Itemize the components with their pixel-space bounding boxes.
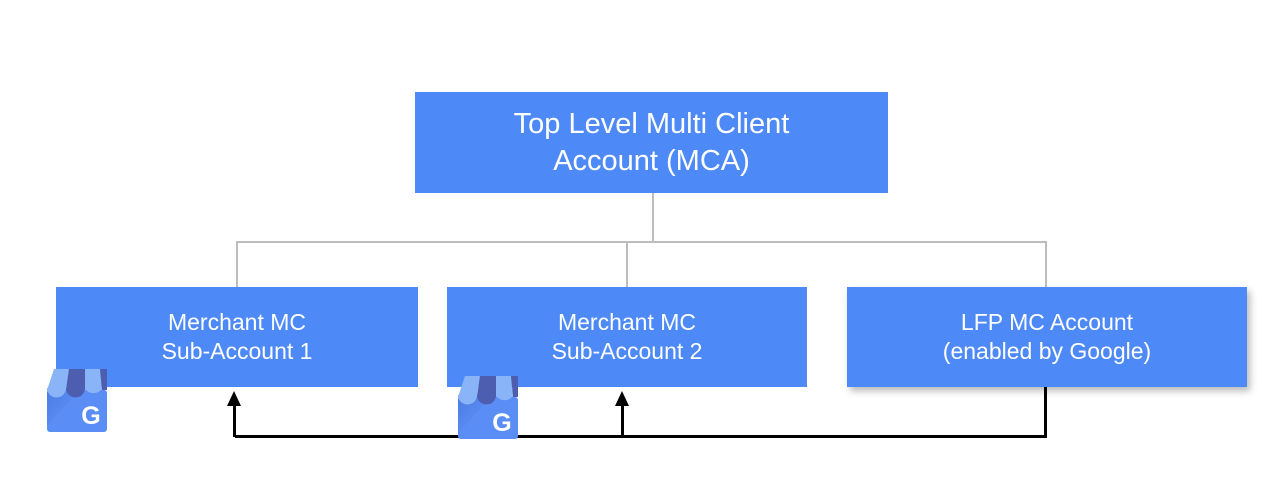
feedback-stem-merchant-1: [233, 404, 236, 437]
node-lfp-mc-account[interactable]: LFP MC Account (enabled by Google): [847, 287, 1247, 387]
connector-top-stem: [652, 193, 654, 242]
node-merchant-sub-account-1-label: Merchant MC Sub-Account 1: [161, 309, 313, 364]
connector-drop-merchant-2: [626, 241, 628, 288]
google-g-glyph: G: [492, 409, 511, 437]
connector-drop-merchant-1: [236, 241, 238, 288]
node-top-level-mca[interactable]: Top Level Multi Client Account (MCA): [415, 92, 888, 193]
feedback-arrowhead-merchant-2: [615, 391, 629, 406]
google-business-profile-storefront-icon: G: [47, 369, 107, 432]
node-top-level-mca-label: Top Level Multi Client Account (MCA): [513, 107, 790, 177]
feedback-stem-lfp: [1044, 387, 1047, 437]
connector-horizontal-bus: [236, 241, 1047, 243]
google-g-glyph: G: [81, 402, 100, 430]
node-lfp-mc-account-label: LFP MC Account (enabled by Google): [942, 309, 1152, 364]
feedback-arrowhead-merchant-1: [227, 391, 241, 406]
google-business-profile-storefront-icon: G: [458, 376, 518, 439]
node-merchant-sub-account-1[interactable]: Merchant MC Sub-Account 1: [56, 287, 418, 387]
feedback-horizontal-bus: [235, 435, 1047, 438]
node-merchant-sub-account-2-label: Merchant MC Sub-Account 2: [551, 309, 703, 364]
connector-drop-lfp: [1045, 241, 1047, 288]
feedback-stem-merchant-2: [621, 404, 624, 437]
node-merchant-sub-account-2[interactable]: Merchant MC Sub-Account 2: [447, 287, 807, 387]
